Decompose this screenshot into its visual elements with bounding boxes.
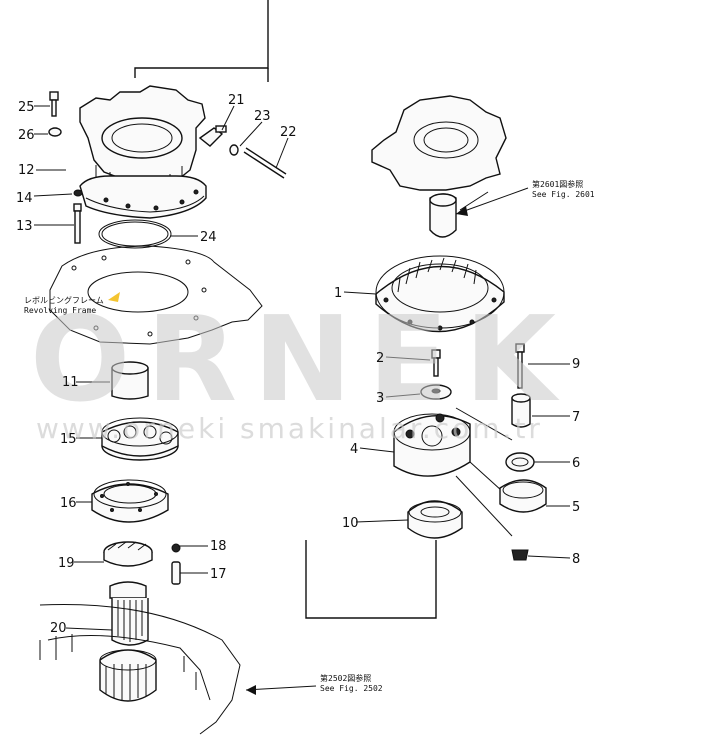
callout-8: 8 [572,552,580,567]
callout-4: 4 [350,442,358,457]
callout-24: 24 [200,230,217,245]
fig2601-label-jp: 第2601図参照 [532,179,583,189]
callout-7: 7 [572,410,580,425]
callout-25: 25 [18,100,35,115]
callout-14: 14 [16,191,33,206]
callout-21: 21 [228,93,245,108]
callout-3: 3 [376,391,384,406]
callout-10: 10 [342,516,359,531]
fig2601-label-en: See Fig. 2601 [532,190,595,199]
fig2502-label-en: See Fig. 2502 [320,684,383,693]
callout-16: 16 [60,496,77,511]
right-planetary-stack [305,95,547,619]
watermark-url: www.orneki smakinalar.com.tr [36,412,543,445]
callout-20: 20 [50,621,67,636]
callout-labels: 25 26 12 14 13 24 21 23 22 11 15 16 18 1… [16,93,580,636]
revolving-frame-label-jp: レボルビングフレーム [24,295,104,305]
callout-17: 17 [210,567,227,582]
callout-1: 1 [334,286,342,301]
callout-9: 9 [572,357,580,372]
callout-13: 13 [16,219,33,234]
revolving-frame-label-en: Revolving Frame [24,306,96,315]
callout-2: 2 [376,351,384,366]
watermark-brand: ORNEK [30,290,572,428]
callout-19: 19 [58,556,75,571]
callout-26: 26 [18,128,35,143]
callout-18: 18 [210,539,227,554]
motor-housing-assembly [48,0,287,345]
callout-12: 12 [18,163,35,178]
fig2502-label-jp: 第2502図参照 [320,673,371,683]
left-shaft-stack [39,361,241,735]
callout-23: 23 [254,109,271,124]
leader-lines [33,105,571,631]
callout-6: 6 [572,456,580,471]
callout-11: 11 [62,375,79,390]
reference-arrows [245,187,529,695]
callout-5: 5 [572,500,580,515]
callout-22: 22 [280,125,297,140]
reference-notes: レボルビングフレーム Revolving Frame 第2601図参照 See … [24,179,595,693]
callout-15: 15 [60,432,77,447]
